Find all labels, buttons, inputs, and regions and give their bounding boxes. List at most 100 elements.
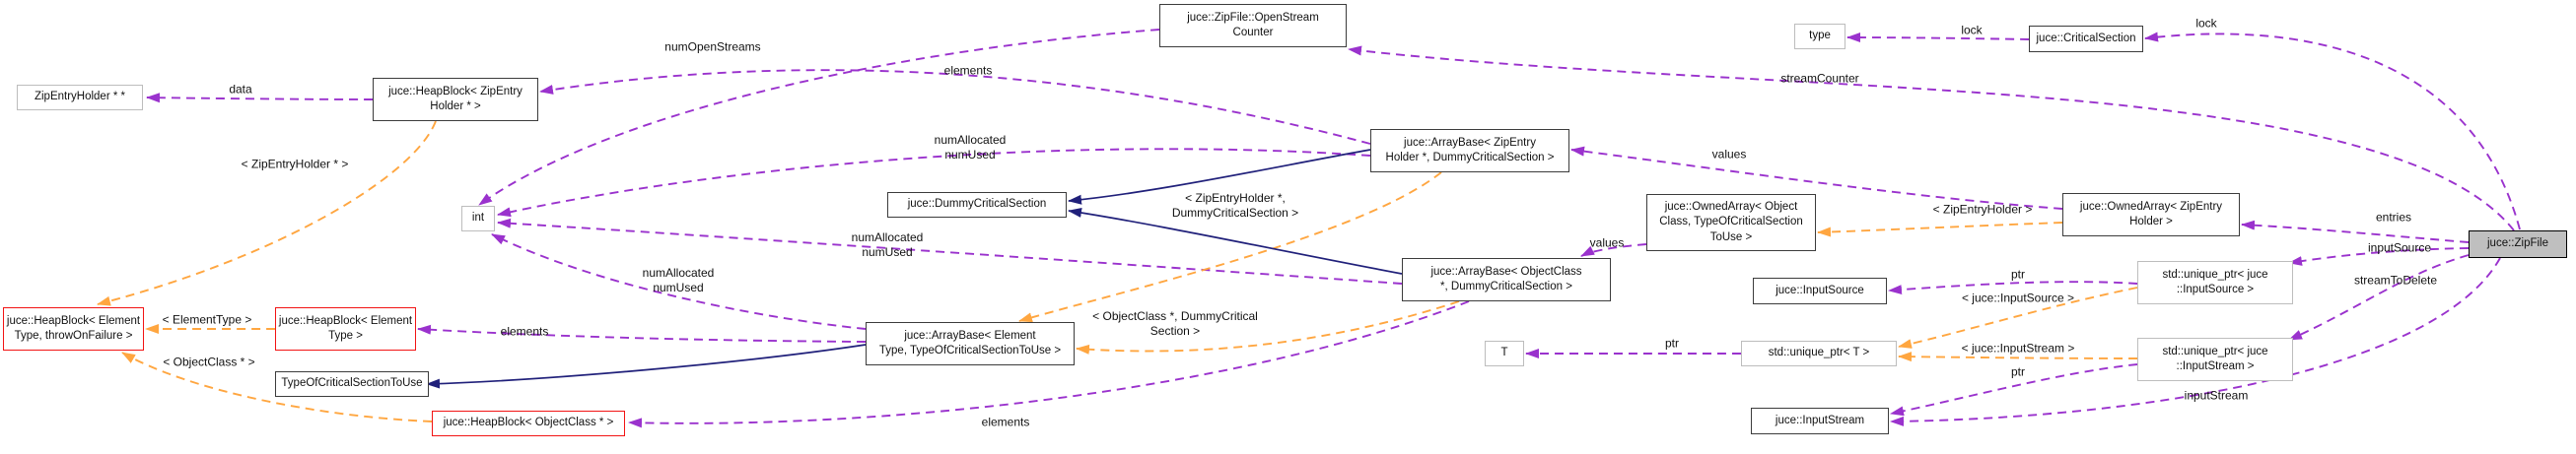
node-inputsource[interactable]: juce::InputSource — [1753, 278, 1887, 304]
edge-label-line: < ZipEntryHolder * > — [241, 157, 349, 171]
node-label-line: Type, TypeOfCriticalSectionToUse > — [878, 345, 1062, 357]
node-label-line: ::InputStream > — [2176, 360, 2255, 372]
node-arraybase-objectclass[interactable]: juce::ArrayBase< ObjectClass*, DummyCrit… — [1402, 258, 1611, 301]
node-label-line: Holder > — [2129, 216, 2173, 227]
node-label-line: Type > — [328, 330, 363, 342]
edge-label-lock-left: lock — [1961, 24, 1982, 38]
edge-openstream-counter-to-int — [478, 29, 1160, 206]
node-zipentryholder-pp[interactable]: ZipEntryHolder * * — [17, 85, 143, 110]
node-label-line: juce::OwnedArray< Object — [1664, 201, 1798, 214]
edge-arraybase-elementtype-to-typeofcriticalsectiontouse — [426, 344, 867, 389]
node-label-line: juce::DummyCriticalSection — [907, 198, 1047, 211]
edge-arraybase-zipentryholder-to-arraybase-elementtype — [1018, 171, 1442, 323]
edge-uniqueptr-inputstream-to-uniqueptr-t — [1898, 352, 2138, 362]
node-label-line: juce::InputSource — [1775, 284, 1864, 296]
edges-group — [97, 29, 2521, 428]
node-criticalsection[interactable]: juce::CriticalSection — [2029, 26, 2143, 52]
edge-label-line: numUsed — [862, 245, 913, 259]
edge-label-line: lock — [2195, 16, 2217, 31]
edge-label-line: < ZipEntryHolder > — [1932, 202, 2033, 217]
node-label-line: juce::ArrayBase< ObjectClass — [1430, 265, 1582, 278]
node-int[interactable]: int — [461, 206, 495, 231]
edge-label-line: data — [229, 82, 252, 97]
node-label-line: T — [1500, 347, 1508, 359]
edge-label-line: values — [1711, 147, 1747, 162]
edge-label-line: numUsed — [944, 148, 996, 162]
edge-zipfile-to-uniqueptr-inputstream — [2288, 254, 2470, 341]
edge-label-line: Section > — [1149, 324, 1201, 338]
node-heapblock-objectclass[interactable]: juce::HeapBlock< ObjectClass * > — [432, 411, 625, 436]
node-label-line: juce::HeapBlock< Element — [278, 314, 413, 327]
node-inputstream[interactable]: juce::InputStream — [1751, 408, 1889, 434]
edge-arraybase-zipentryholder-to-int — [497, 148, 1371, 218]
edge-label-line: < ObjectClass *, DummyCritical — [1092, 309, 1258, 323]
edge-label-tmpl-inputstream: < juce::InputStream > — [1962, 342, 2075, 357]
node-label-line: juce::ArrayBase< ZipEntry — [1404, 136, 1536, 149]
edge-label-line: elements — [500, 324, 549, 339]
edge-label-line: numAllocated — [642, 266, 715, 280]
node-uniqueptr-t[interactable]: std::unique_ptr< T > — [1741, 341, 1897, 366]
node-label-line: *, DummyCriticalSection > — [1440, 281, 1572, 292]
edge-zipfile-to-openstream-counter — [1348, 45, 2515, 231]
edge-label-line: < ObjectClass * > — [163, 355, 255, 369]
edge-label-lock-right: lock — [2195, 17, 2216, 32]
edge-label-line: numAllocated — [851, 230, 924, 244]
node-label-line: juce::ZipFile::OpenStream — [1187, 11, 1319, 24]
edge-label-tmpl-zipentryholder: < ZipEntryHolder > — [1933, 203, 2033, 218]
node-uniqueptr-inputsource[interactable]: std::unique_ptr< juce::InputSource > — [2137, 261, 2293, 304]
node-dummycriticalsection[interactable]: juce::DummyCriticalSection — [887, 192, 1067, 218]
node-type[interactable]: type — [1794, 24, 1845, 49]
edge-arraybase-objectclass-to-heapblock-objectclass — [628, 300, 1470, 428]
edge-label-line: inputStream — [2184, 388, 2249, 403]
node-label-line: std::unique_ptr< T > — [1768, 347, 1870, 359]
node-label-line: juce::ZipFile — [2487, 237, 2548, 250]
node-label-line: type — [1809, 30, 1831, 42]
node-label-line: Type, throwOnFailure > — [14, 330, 133, 342]
node-uniqueptr-inputstream[interactable]: std::unique_ptr< juce::InputStream > — [2137, 338, 2293, 381]
edge-label-streamToDelete: streamToDelete — [2354, 274, 2437, 289]
edge-uniqueptr-inputsource-to-uniqueptr-t — [1898, 287, 2138, 349]
edge-arraybase-zipentryholder-to-heapblock-zipentryholder — [539, 69, 1371, 145]
edge-zipfile-to-uniqueptr-inputsource — [2288, 247, 2470, 266]
edge-arraybase-objectclass-to-int — [497, 218, 1403, 285]
edge-label-line: streamCounter — [1780, 71, 1859, 86]
node-label-line: juce::CriticalSection — [2036, 32, 2136, 44]
node-typeofcriticalsectiontouse[interactable]: TypeOfCriticalSectionToUse — [275, 371, 429, 397]
node-label-line: std::unique_ptr< juce — [2162, 268, 2268, 281]
node-label-line: Class, TypeOfCriticalSection — [1659, 216, 1803, 228]
edge-ownedarray-zipentryholder-to-arraybase-zipentryholder — [1570, 146, 2063, 210]
edge-label-values-1: values — [1712, 148, 1747, 162]
edge-label-data: data — [229, 83, 251, 97]
edge-ownedarray-zipentryholder-to-ownedarray-objectclass — [1817, 222, 2063, 237]
edge-label-inputStream: inputStream — [2185, 389, 2249, 404]
edge-label-line: DummyCriticalSection > — [1171, 206, 1299, 220]
node-label-line: Holder *, DummyCriticalSection > — [1385, 152, 1555, 163]
edge-label-numOpenStreams: numOpenStreams — [664, 40, 760, 55]
node-label-line: juce::HeapBlock< ZipEntry — [388, 85, 522, 97]
edge-uniqueptr-inputstream-to-inputstream — [1890, 363, 2138, 417]
edge-label-tmpl-inputsource: < juce::InputSource > — [1962, 292, 2074, 306]
edge-label-ptr-2: ptr — [2011, 365, 2025, 380]
edge-label-line: < ZipEntryHolder *, — [1185, 191, 1286, 205]
edge-label-tmpl-objectclass-ptr: < ObjectClass * > — [163, 356, 254, 370]
node-t[interactable]: T — [1485, 341, 1524, 366]
edge-heapblock-zipentryholder-to-heapblock-elementtype-throw — [97, 120, 437, 306]
edge-arraybase-objectclass-to-dummycriticalsection — [1068, 208, 1403, 275]
node-zipfile[interactable]: juce::ZipFile — [2469, 230, 2567, 258]
edge-label-line: ptr — [1664, 336, 1680, 351]
edge-label-line: inputSource — [2367, 240, 2432, 255]
